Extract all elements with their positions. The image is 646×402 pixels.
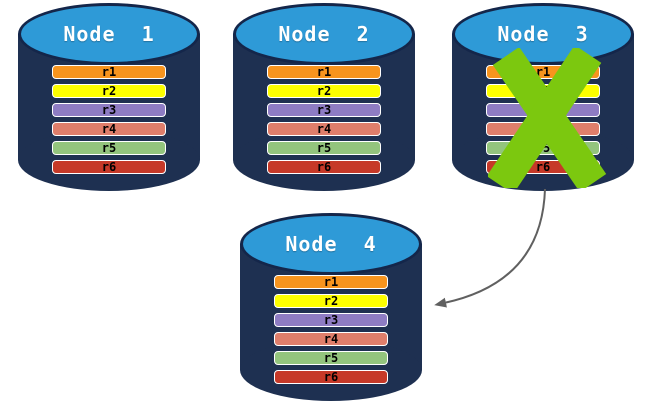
- arrow-curve: [434, 188, 546, 308]
- record: r4: [52, 122, 166, 136]
- record: r1: [267, 65, 381, 79]
- record: r6: [52, 160, 166, 174]
- record: r3: [274, 313, 388, 327]
- record: r3: [267, 103, 381, 117]
- record: r5: [52, 141, 166, 155]
- record: r6: [274, 370, 388, 384]
- record: r6: [267, 160, 381, 174]
- node-title: Node 2: [278, 22, 370, 46]
- failure-x-icon: [488, 48, 607, 188]
- record: r5: [267, 141, 381, 155]
- record-list: r1 r2 r3 r4 r5 r6: [274, 275, 388, 389]
- node-3: Node 3 r1 r2 r3 r4 r5 r6: [452, 3, 634, 191]
- record-list: r1 r2 r3 r4 r5 r6: [267, 65, 381, 179]
- cylinder-top-ellipse: Node 3: [452, 3, 634, 65]
- record: r2: [267, 84, 381, 98]
- node-1: Node 1 r1 r2 r3 r4 r5 r6: [18, 3, 200, 191]
- node-2: Node 2 r1 r2 r3 r4 r5 r6: [233, 3, 415, 191]
- record: r1: [274, 275, 388, 289]
- cylinder-top-ellipse: Node 2: [233, 3, 415, 65]
- cylinder-top-ellipse: Node 4: [240, 213, 422, 275]
- node-4: Node 4 r1 r2 r3 r4 r5 r6: [240, 213, 422, 401]
- record: r4: [274, 332, 388, 346]
- record: r1: [52, 65, 166, 79]
- record: r3: [52, 103, 166, 117]
- cylinder-top-ellipse: Node 1: [18, 3, 200, 65]
- record: r2: [274, 294, 388, 308]
- node-title: Node 3: [497, 22, 589, 46]
- record: r2: [52, 84, 166, 98]
- node-title: Node 1: [63, 22, 155, 46]
- x-stroke: [488, 48, 602, 188]
- record: r4: [267, 122, 381, 136]
- record-list: r1 r2 r3 r4 r5 r6: [52, 65, 166, 179]
- node-title: Node 4: [285, 232, 377, 256]
- record: r5: [274, 351, 388, 365]
